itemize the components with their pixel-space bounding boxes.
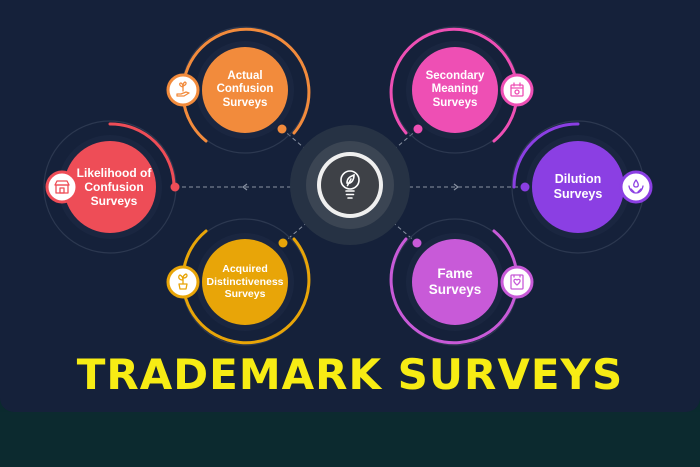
connector-dot-dilution: [520, 182, 530, 192]
connector-dot-secondary-meaning: [413, 124, 423, 134]
heart-doc-icon: [510, 274, 524, 290]
node-label-line: Surveys: [432, 96, 478, 109]
infographic-title: TRADEMARK SURVEYS: [76, 350, 624, 399]
node-label-line: Meaning: [431, 83, 479, 96]
icon-badge-fame: [500, 265, 534, 299]
node-circle-dilution: [532, 141, 624, 233]
node-circle-actual-confusion: [202, 47, 288, 133]
node-label-line: Surveys: [428, 282, 482, 297]
node-label-line: Surveys: [90, 194, 138, 209]
arrow-head-left: [242, 183, 248, 191]
node-arc-likelihood-confusion: [108, 122, 176, 189]
hand-plant-icon: [176, 81, 190, 97]
node-label-line: Distinctiveness: [206, 275, 284, 288]
diagram-canvas: [43, 26, 653, 346]
plant-pot-icon: [178, 273, 188, 290]
connector-dot-fame: [412, 238, 422, 248]
node-circle-acquired-distinctiveness: [202, 239, 288, 325]
node-label-line: Actual: [227, 69, 263, 82]
icon-badge-likelihood-confusion: [45, 170, 79, 204]
bottom-band: [0, 412, 700, 467]
center-dark-core: [321, 156, 379, 214]
node-label-line: Confusion: [216, 83, 274, 96]
node-label-line: Acquired: [222, 263, 268, 276]
shop-icon: [54, 180, 70, 194]
connector-dot-actual-confusion: [277, 124, 287, 134]
node-label-line: Confusion: [84, 179, 144, 194]
node-label-line: Surveys: [224, 288, 266, 301]
node-arc-dilution: [512, 122, 580, 189]
node-circle-fame: [412, 239, 498, 325]
hands-drop-icon: [628, 179, 644, 194]
node-label-line: Secondary: [425, 69, 485, 82]
node-label-line: Fame: [437, 266, 473, 282]
certificate-icon: [510, 82, 524, 97]
node-label-line: Dilution: [554, 172, 602, 187]
arrow-head-right: [453, 183, 459, 191]
node-label-line: Likelihood of: [76, 165, 152, 180]
node-circle-secondary-meaning: [412, 47, 498, 133]
center-hub: [290, 125, 410, 245]
lightbulb-leaf-icon: [340, 170, 360, 199]
node-label-line: Surveys: [553, 187, 603, 201]
node-label-line: Surveys: [222, 96, 268, 109]
node-circle-likelihood-confusion: [64, 141, 156, 233]
connector-dot-acquired-distinctiveness: [278, 238, 288, 248]
connector-dot-likelihood-confusion: [170, 182, 180, 192]
